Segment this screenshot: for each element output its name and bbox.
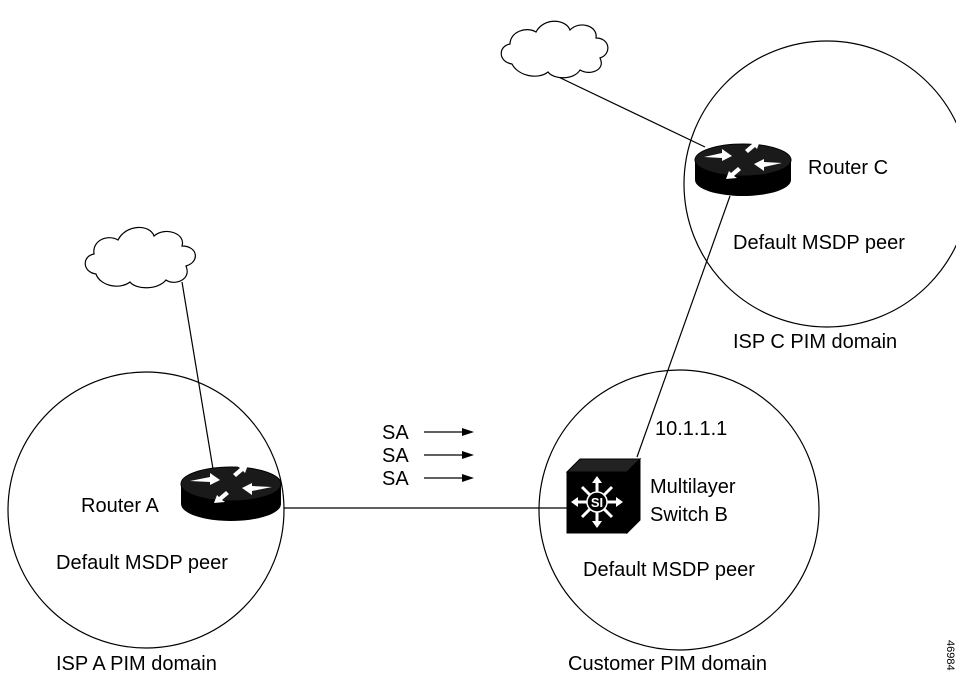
- switch-b-name-line1: Multilayer: [650, 476, 736, 498]
- router-icon: [180, 465, 282, 521]
- sa-arrow: [424, 428, 474, 436]
- router-icon: [694, 141, 792, 196]
- cloud-c-to-router-c-link: [547, 71, 706, 148]
- sa-label: SA: [382, 422, 409, 444]
- cloud-icon: [500, 20, 609, 79]
- cloud-a-to-router-a-link: [181, 281, 215, 476]
- isp-a-domain-circle: [7, 371, 285, 649]
- cloud-icon: [84, 226, 196, 289]
- sa-arrow: [424, 451, 474, 459]
- customer-domain-circle: [538, 369, 820, 651]
- switch-b-name-line2: Switch B: [650, 504, 728, 526]
- isp-c-domain-label: ISP C PIM domain: [733, 331, 897, 353]
- sa-label: SA: [382, 445, 409, 467]
- router-c-role: Default MSDP peer: [733, 232, 905, 254]
- sa-label: SA: [382, 468, 409, 490]
- router-a-name: Router A: [81, 495, 159, 517]
- switch-b-ip: 10.1.1.1: [655, 418, 727, 440]
- multilayer-switch-icon: SI: [565, 457, 642, 535]
- figure-id: 46984: [944, 640, 956, 671]
- router-c-to-switch-b-link: [636, 195, 731, 458]
- isp-a-domain-label: ISP A PIM domain: [56, 653, 217, 675]
- isp-c-domain-circle: [683, 40, 956, 328]
- switch-b-role: Default MSDP peer: [583, 559, 755, 581]
- sa-arrow: [424, 474, 474, 482]
- router-c-name: Router C: [808, 157, 888, 179]
- router-a-role: Default MSDP peer: [56, 552, 228, 574]
- si-badge: SI: [591, 495, 603, 510]
- customer-domain-label: Customer PIM domain: [568, 653, 767, 675]
